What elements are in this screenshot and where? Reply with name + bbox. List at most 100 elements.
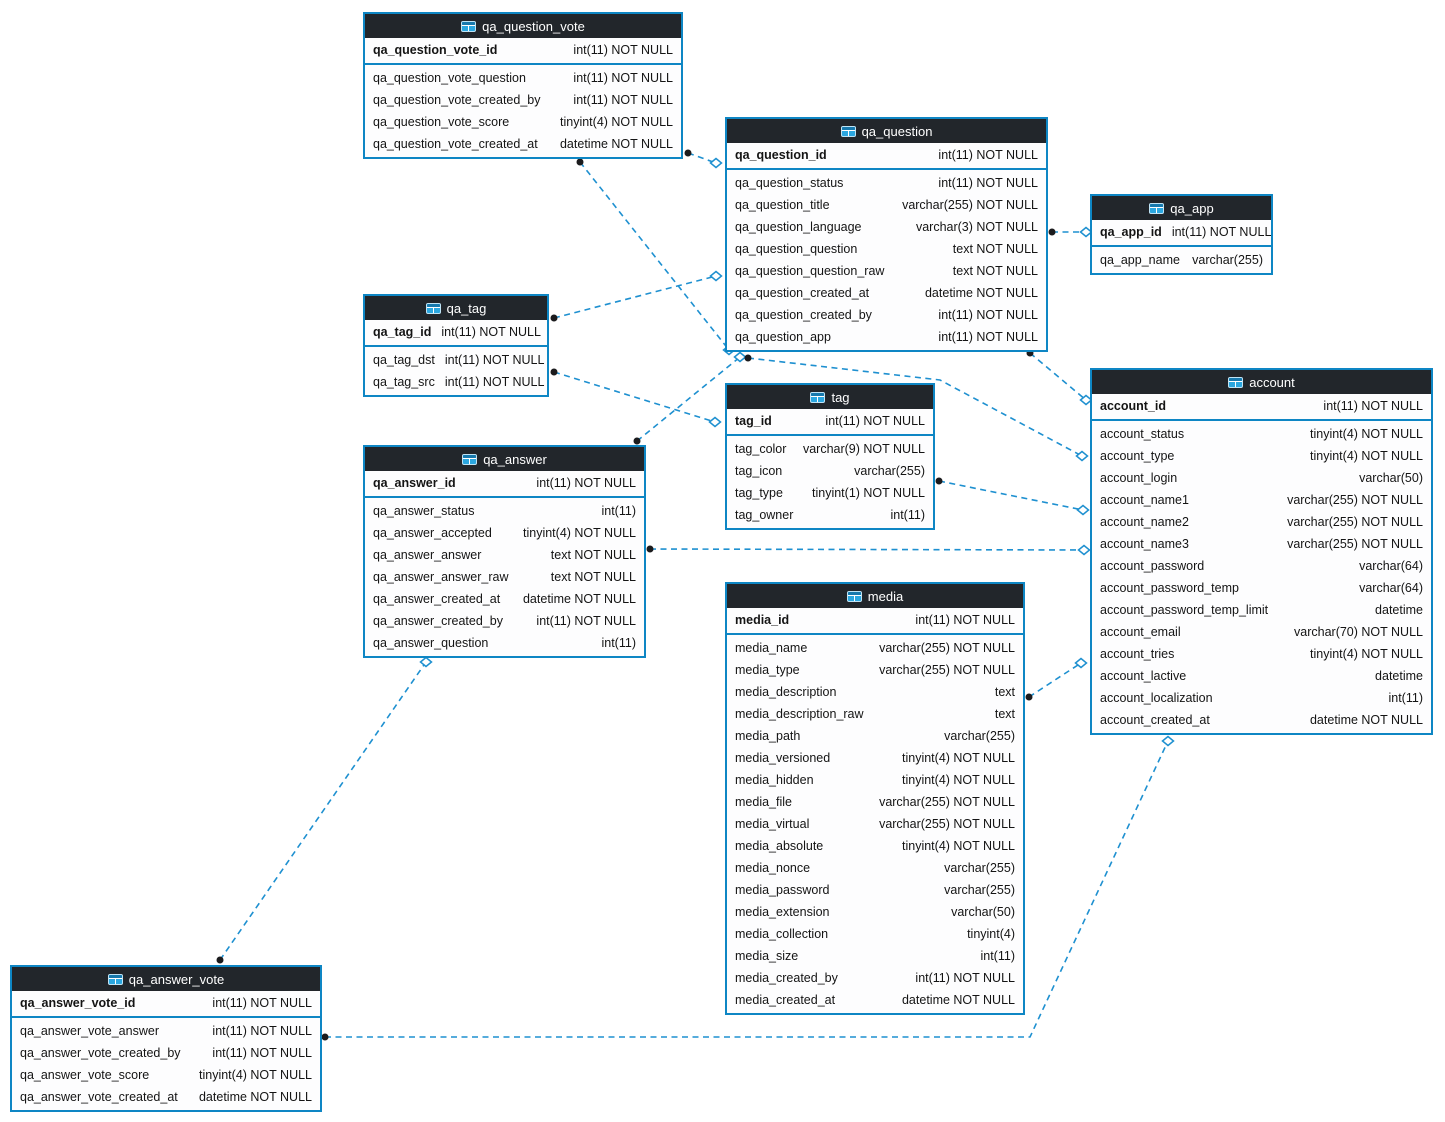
column-type: text NOT NULL xyxy=(550,548,636,562)
table-grid-icon xyxy=(461,20,477,32)
column-type: int(11) xyxy=(890,508,925,522)
relationship-line-qa_answer-to-account[interactable] xyxy=(649,548,1085,551)
table-header[interactable]: qa_answer_vote xyxy=(12,967,320,991)
relationship-line-qa_question-to-account[interactable] xyxy=(747,357,1083,457)
column-type: varchar(255) xyxy=(944,861,1015,875)
column-name: qa_question_title xyxy=(735,198,830,212)
relationship-line-tag-to-account[interactable] xyxy=(938,480,1084,511)
table-grid-icon xyxy=(1228,376,1244,388)
column-name: qa_tag_dst xyxy=(373,353,435,367)
column-type: tinyint(4) NOT NULL xyxy=(523,526,636,540)
column-name: media_path xyxy=(735,729,801,743)
column-name: media_nonce xyxy=(735,861,811,875)
column-name: qa_app_id xyxy=(1100,225,1162,239)
column-type: int(11) NOT NULL xyxy=(938,330,1038,344)
cardinality-dot-icon xyxy=(744,354,752,362)
table-header[interactable]: media xyxy=(727,584,1023,608)
table-header[interactable]: qa_question xyxy=(727,119,1046,143)
column-type: varchar(255) NOT NULL xyxy=(1287,537,1423,551)
column-name: account_tries xyxy=(1100,647,1175,661)
column-row: media_nonce varchar(255) xyxy=(727,857,1023,879)
table-grid-icon xyxy=(425,302,441,314)
relationship-line-qa_question_vote-to-qa_question[interactable] xyxy=(687,152,717,164)
column-name: media_virtual xyxy=(735,817,810,831)
cardinality-diamond-icon xyxy=(709,157,723,169)
column-name: media_versioned xyxy=(735,751,831,765)
column-name: account_email xyxy=(1100,625,1181,639)
table-header[interactable]: qa_tag xyxy=(365,296,547,320)
table-grid-icon xyxy=(1149,202,1165,214)
table-header[interactable]: qa_answer xyxy=(365,447,644,471)
column-name: account_type xyxy=(1100,449,1175,463)
cardinality-diamond-icon xyxy=(708,416,722,428)
table-header[interactable]: account xyxy=(1092,370,1431,394)
relationship-line-media-to-account[interactable] xyxy=(1028,662,1082,698)
cardinality-dot-icon xyxy=(321,1033,329,1041)
column-name: qa_answer_accepted xyxy=(373,526,492,540)
column-name: account_name2 xyxy=(1100,515,1189,529)
relationship-line-qa_answer_vote-to-account[interactable] xyxy=(325,740,1169,1038)
column-name: tag_color xyxy=(735,442,787,456)
column-name: media_description xyxy=(735,685,837,699)
column-name: account_password_temp_limit xyxy=(1100,603,1269,617)
relationship-line-qa_tag-to-tag[interactable] xyxy=(553,371,716,423)
relationship-line-qa_tag-to-qa_question[interactable] xyxy=(553,275,717,319)
relationship-line-qa_answer-to-qa_question[interactable] xyxy=(636,356,741,442)
column-name: account_lactive xyxy=(1100,669,1187,683)
relationship-line-qa_answer_vote-to-qa_answer[interactable] xyxy=(219,661,427,961)
column-type: int(11) NOT NULL xyxy=(573,43,673,57)
column-name: qa_question_vote_score xyxy=(373,115,510,129)
table-header[interactable]: qa_app xyxy=(1092,196,1271,220)
column-type: int(11) NOT NULL xyxy=(573,71,673,85)
relationship-line-qa_question-to-account[interactable] xyxy=(1029,352,1087,401)
column-name: qa_answer_answer_raw xyxy=(373,570,509,584)
column-type: text NOT NULL xyxy=(952,242,1038,256)
relationship-line-qa_question_vote-to-qa_question[interactable] xyxy=(579,161,730,351)
table-header[interactable]: tag xyxy=(727,385,933,409)
column-type: tinyint(4) xyxy=(967,927,1015,941)
column-type: int(11) NOT NULL xyxy=(212,1024,312,1038)
column-name: qa_answer_created_at xyxy=(373,592,501,606)
table-header[interactable]: qa_question_vote xyxy=(365,14,681,38)
table-grid-icon xyxy=(462,453,478,465)
column-type: int(11) NOT NULL xyxy=(825,414,925,428)
column-name: account_id xyxy=(1100,399,1166,413)
